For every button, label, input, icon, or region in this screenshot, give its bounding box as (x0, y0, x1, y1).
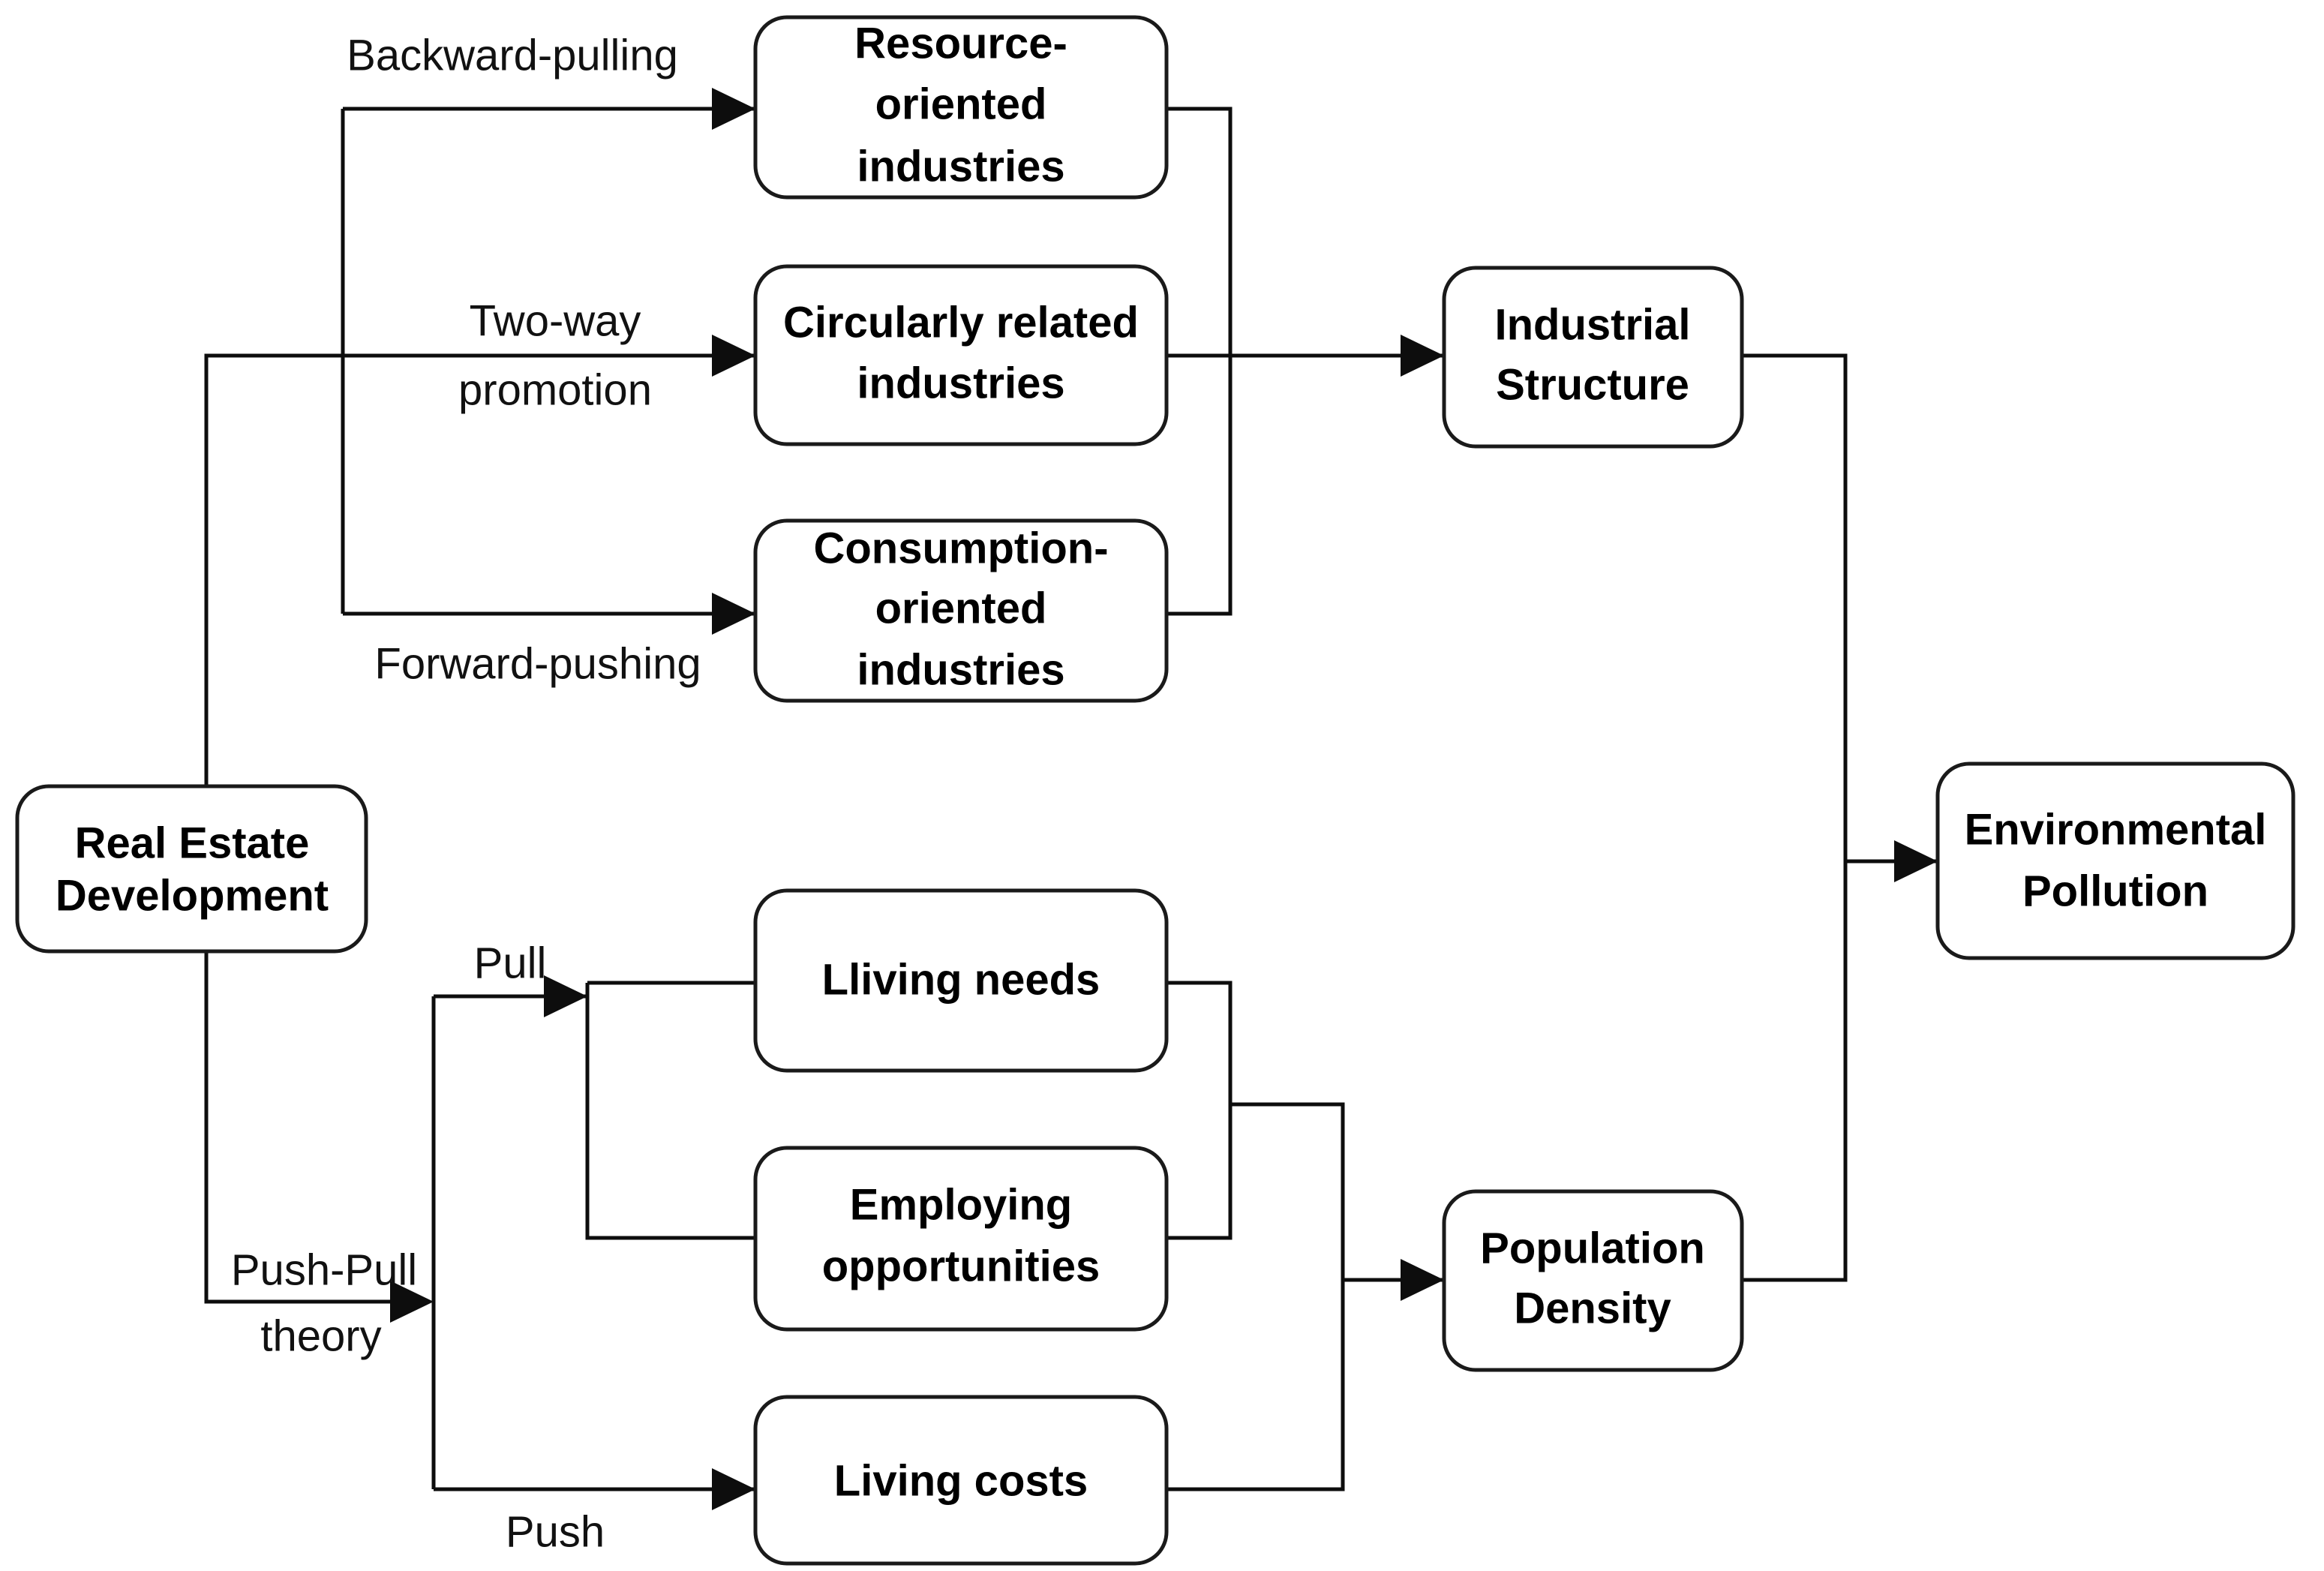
edge-structure-to-pollution (1742, 353, 1938, 864)
node-label-population-density-line2: Density (1514, 1284, 1671, 1332)
node-label-real-estate-line2: Development (56, 871, 329, 920)
node-box-population-density[interactable] (1442, 1189, 1744, 1372)
node-label-environmental-pollution-line1: Environmental (1965, 805, 2267, 854)
node-label-resource-line2: oriented (875, 80, 1047, 128)
node-label-employing-line1: Employing (850, 1180, 1072, 1229)
node-living-costs[interactable]: Living costs (753, 1395, 1169, 1566)
node-label-living-needs: Lliving needs (822, 955, 1100, 1004)
node-label-industrial-structure-line1: Industrial (1494, 300, 1690, 349)
node-box-real-estate-development[interactable] (15, 784, 368, 954)
node-label-consumption-line3: industries (857, 645, 1064, 694)
edge-label-push-pull-line1: Push-Pull (231, 1245, 417, 1294)
node-label-population-density-line1: Population (1480, 1224, 1705, 1272)
edge-needs-jobs-merge (1167, 981, 1233, 1240)
node-box-employing-opportunities[interactable] (753, 1146, 1169, 1332)
node-employing-opportunities[interactable]: Employing opportunities (753, 1146, 1169, 1332)
node-label-resource-line1: Resource- (854, 19, 1067, 68)
node-population-density[interactable]: Population Density (1442, 1189, 1744, 1372)
edge-trunk-upper-vertical (204, 353, 755, 786)
arrowhead-population-density (1401, 1259, 1444, 1301)
node-consumption-oriented-industries[interactable]: Consumption- oriented industries (753, 518, 1169, 703)
node-industrial-structure[interactable]: Industrial Structure (1442, 266, 1744, 449)
edge-label-forward-pushing: Forward-pushing (374, 639, 701, 688)
arrowhead-forward-pushing (712, 593, 755, 635)
node-circularly-related-industries[interactable]: Circularly related industries (753, 264, 1169, 446)
node-resource-oriented-industries[interactable]: Resource- oriented industries (753, 15, 1169, 200)
node-box-consumption-oriented-industries[interactable] (753, 518, 1169, 703)
edge-resource-to-merge (1167, 107, 1233, 616)
node-box-living-costs[interactable] (753, 1395, 1169, 1566)
arrowhead-push-pull-theory (390, 1281, 434, 1323)
arrowhead-industrial-structure (1401, 335, 1444, 377)
edge-label-push-pull-line2: theory (260, 1311, 381, 1360)
edge-label-pull: Pull (474, 939, 547, 987)
node-box-circularly-related-industries[interactable] (753, 264, 1169, 446)
node-label-living-costs: Living costs (834, 1456, 1088, 1505)
node-living-needs[interactable]: Lliving needs (753, 888, 1169, 1073)
node-environmental-pollution[interactable]: Environmental Pollution (1935, 761, 2295, 960)
edge-label-two-way-line2: promotion (458, 365, 652, 414)
node-box-resource-oriented-industries[interactable] (753, 15, 1169, 200)
edge-label-push: Push (506, 1507, 605, 1556)
node-box-environmental-pollution[interactable] (1935, 761, 2295, 960)
node-label-real-estate-line1: Real Estate (75, 819, 310, 867)
node-box-industrial-structure[interactable] (1442, 266, 1744, 449)
arrowhead-backward-pulling (712, 88, 755, 130)
node-real-estate-development[interactable]: Real Estate Development (15, 784, 368, 954)
node-label-employing-line2: opportunities (822, 1242, 1100, 1290)
arrowhead-pull (544, 975, 587, 1017)
edge-label-backward-pulling: Backward-pulling (347, 31, 678, 80)
arrowhead-environmental-pollution (1894, 840, 1938, 882)
arrowhead-two-way-promotion (712, 335, 755, 377)
edge-trunk-lower-vertical (204, 951, 390, 1304)
node-box-living-needs[interactable] (753, 888, 1169, 1073)
edge-density-to-pollution (1742, 861, 1848, 1282)
node-label-consumption-line2: oriented (875, 584, 1047, 632)
edge-needs-jobs-merge-out (1167, 1102, 1345, 1491)
node-label-circular-line2: industries (857, 359, 1064, 407)
edge-pull-split-to-two-boxes (585, 981, 755, 1240)
node-label-industrial-structure-line2: Structure (1496, 360, 1689, 409)
node-label-circular-line1: Circularly related (783, 298, 1139, 347)
node-label-environmental-pollution-line2: Pollution (2022, 867, 2208, 915)
node-label-consumption-line1: Consumption- (813, 524, 1108, 572)
node-label-resource-line3: industries (857, 142, 1064, 191)
edge-label-two-way-line1: Two-way (470, 296, 641, 345)
arrowhead-push (712, 1468, 755, 1510)
